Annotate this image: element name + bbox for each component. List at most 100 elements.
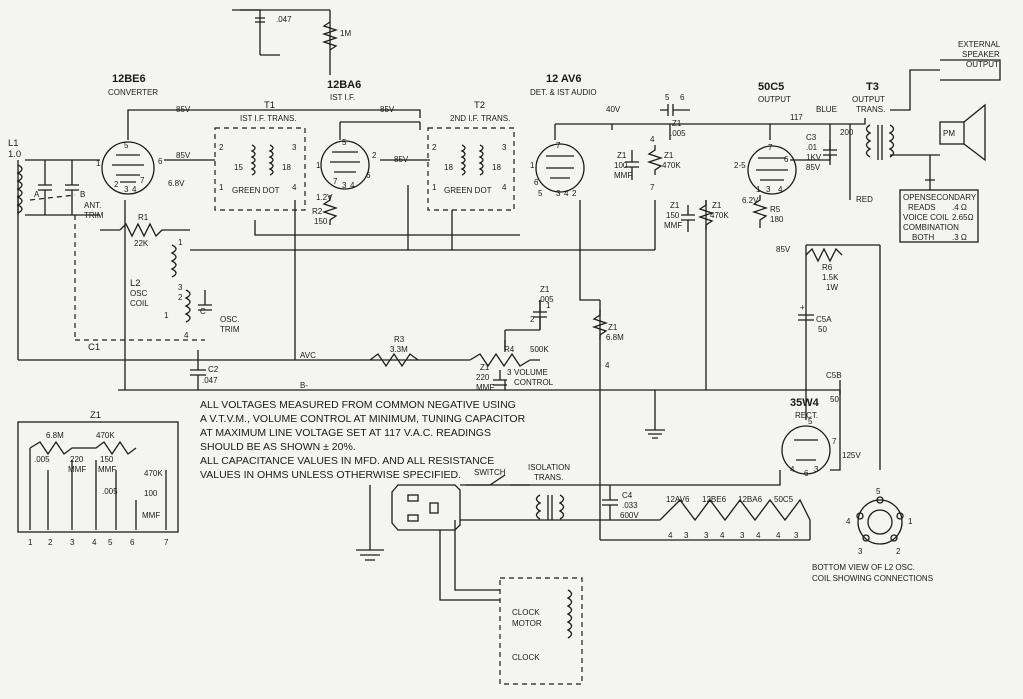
note-line-6: VALUES IN OHMS UNLESS OTHERWISE SPECIFIE… <box>200 469 461 481</box>
if1-pin-2: 2 <box>372 151 377 160</box>
if1-pin-6: 6 <box>366 171 371 180</box>
l2-view-pin-1: 1 <box>908 517 913 526</box>
r2-label: R2 <box>312 207 323 216</box>
clock-motor-2: MOTOR <box>512 619 542 628</box>
volume-control: R4 500K VOLUME CONTROL <box>469 340 554 387</box>
rect-pin-5: 5 <box>808 417 813 426</box>
z1f-label: Z1 <box>540 285 550 294</box>
note-line-1: ALL VOLTAGES MEASURED FROM COMMON NEGATI… <box>200 399 516 411</box>
conv-pin-6: 6 <box>158 157 163 166</box>
l2-view-pin-3: 3 <box>858 547 863 556</box>
z1box-pin-7: 7 <box>164 538 169 547</box>
capacitor-c4: C4 .033 600V <box>602 485 639 520</box>
conv-pin-5: 5 <box>124 141 129 150</box>
table-row-2-value: 2.65Ω <box>952 213 974 222</box>
out-pin-4: 4 <box>778 185 783 194</box>
z1h-value: 220 <box>476 373 490 382</box>
resistor-r5: R5 180 <box>751 195 784 228</box>
r5-value: 180 <box>770 215 784 224</box>
pm-label: PM <box>943 129 955 138</box>
resistor-r2: R2 150 <box>312 195 339 226</box>
z1a-value: 100 <box>614 161 628 170</box>
heater-pin-7: 4 <box>776 531 781 540</box>
l2-pin-2: 2 <box>178 293 183 302</box>
z1box-pin-2: 2 <box>48 538 53 547</box>
ant-trim-label-2: TRIM <box>84 211 104 220</box>
det-pin-7: 7 <box>556 141 561 150</box>
tube-12av6: 12 AV6 DET. & IST AUDIO 7 1 6 5 2 3 4 40… <box>530 73 621 198</box>
table-row-2-label: VOICE COIL <box>903 213 949 222</box>
l2-pin-1: 1 <box>178 238 183 247</box>
note-line-3: AT MAXIMUM LINE VOLTAGE SET AT 117 V.A.C… <box>200 427 491 439</box>
v117-plate: 117 <box>790 113 803 122</box>
top-cap-and-resistor: .047 1M <box>232 9 351 51</box>
det-type: 12 AV6 <box>546 73 581 85</box>
z1-pin-3: 3 <box>507 368 512 377</box>
table-row-4-value: .3 Ω <box>952 233 967 242</box>
output-type: 50C5 <box>758 81 784 93</box>
l2-pin-1b: 1 <box>164 311 169 320</box>
c4-value: .033 <box>622 501 638 510</box>
det-pin-4: 4 <box>564 189 569 198</box>
t1-pin-4: 4 <box>292 183 297 192</box>
vol-line-1: VOLUME <box>514 368 548 377</box>
rect-role: RECT. <box>795 411 818 420</box>
r2-value: 150 <box>314 217 328 226</box>
v68-cathode: 6.8V <box>168 179 185 188</box>
output-transformer-t3: T3 OUTPUT TRANS. 200 <box>840 81 895 160</box>
bottom-view-line-1: BOTTOM VIEW OF L2 OSC. <box>812 563 915 572</box>
z1box-pin-6: 6 <box>130 538 135 547</box>
heater-12be6: 12BE6 <box>702 495 727 504</box>
converter-role: CONVERTER <box>108 88 158 97</box>
t1-dot: GREEN DOT <box>232 186 280 195</box>
conv-pin-1: 1 <box>96 159 101 168</box>
wiring <box>17 9 940 601</box>
z1c-label: Z1 <box>670 201 680 210</box>
det-role: DET. & IST AUDIO <box>530 88 597 97</box>
z1box-c4: .005 <box>102 487 118 496</box>
z1f-value: .005 <box>538 295 554 304</box>
l2-bottom-view: 5 4 1 3 2 BOTTOM VIEW OF L2 OSC. COIL SH… <box>812 487 933 583</box>
if1-pin-5: 5 <box>342 138 347 147</box>
r4-label: R4 <box>504 345 515 354</box>
z1e-value: .005 <box>670 129 686 138</box>
note-line-4: SHOULD BE AS SHOWN ± 20%. <box>200 441 356 453</box>
l2-osc: OSC <box>130 289 148 298</box>
heater-pin-5: 3 <box>740 531 745 540</box>
t2-pin-1: 1 <box>432 183 437 192</box>
tube-envelope-output <box>747 145 797 195</box>
notes: ALL VOLTAGES MEASURED FROM COMMON NEGATI… <box>200 399 526 481</box>
det-pin-5: 5 <box>538 189 543 198</box>
table-row-1-label: READS <box>908 203 936 212</box>
out-pin-7: 7 <box>768 143 773 152</box>
lead-blue: BLUE <box>816 105 837 114</box>
v85-conv-screen: 85V <box>176 151 191 160</box>
r3-label: R3 <box>394 335 405 344</box>
t2-cap-18b: 18 <box>492 163 501 172</box>
antenna-coil-l1: L1 1.0 <box>8 138 100 216</box>
speaker-resistance-table: OPENSECONDARY READS .4 Ω VOICE COIL 2.65… <box>899 189 979 243</box>
c3-value: .01 <box>806 143 818 152</box>
heater-12av6: 12AV6 <box>666 495 690 504</box>
z1a-unit: MMF <box>614 171 632 180</box>
t2-desc: 2ND I.F. TRANS. <box>450 114 510 123</box>
t2-pin-3: 3 <box>502 143 507 152</box>
z1box-c1: .005 <box>34 455 50 464</box>
t3-name: T3 <box>866 81 879 93</box>
table-row-1-value: .4 Ω <box>952 203 967 212</box>
rect-type: 35W4 <box>790 397 820 409</box>
l2-view-pin-2: 2 <box>896 547 901 556</box>
t2-dot: GREEN DOT <box>444 186 492 195</box>
v85-if1: 85V <box>380 105 395 114</box>
z1-pin-6: 6 <box>680 93 685 102</box>
resistor-r3: R3 3.3M AVC B- <box>300 335 419 390</box>
l2-view-pin-4: 4 <box>846 517 851 526</box>
v40-det: 40V <box>606 105 621 114</box>
if1-pin-3: 3 <box>342 181 347 190</box>
z1e-label: Z1 <box>672 119 682 128</box>
rect-pin-7: 7 <box>832 437 837 446</box>
converter-type: 12BE6 <box>112 73 146 85</box>
if1-pin-4: 4 <box>350 181 355 190</box>
t3-desc1: OUTPUT <box>852 95 885 104</box>
tube-12ba6: 12BA6 IST I.F. 5 1 2 7 6 3 4 85V 85V 1.2… <box>316 79 409 202</box>
